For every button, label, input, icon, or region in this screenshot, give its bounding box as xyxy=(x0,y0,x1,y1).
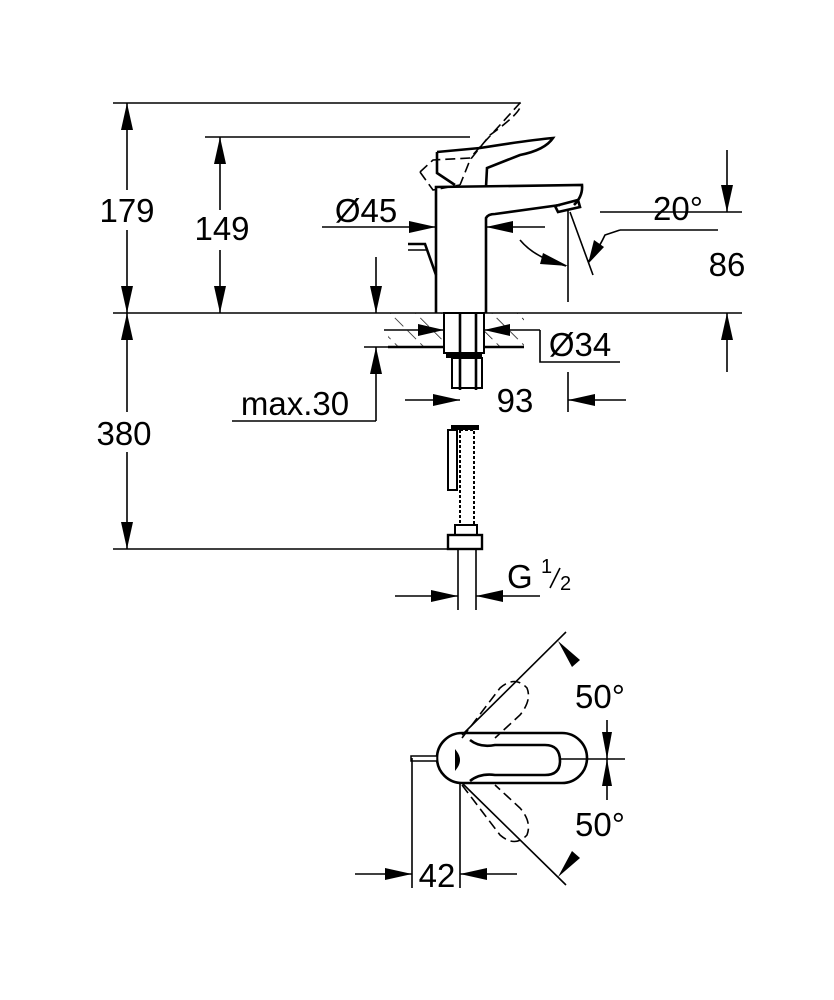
dim-spout-reach: 93 xyxy=(497,382,534,419)
dimension-hole-diameter: Ø34 xyxy=(384,324,620,363)
dimension-179: 179 xyxy=(90,103,165,313)
faucet-top-view: 50° 50° 42 xyxy=(355,631,625,894)
dim-lever-angle-down: 50° xyxy=(575,806,625,843)
dim-total-height: 179 xyxy=(99,192,154,229)
dim-deck-thickness: max.30 xyxy=(241,385,349,422)
dimension-body-diameter: Ø45 xyxy=(322,192,545,233)
dimension-deck-thickness: max.30 xyxy=(232,257,388,422)
dim-spout-angle: 20° xyxy=(653,190,703,227)
dim-connection-prefix: G xyxy=(507,558,533,595)
dimension-spout-reach: 93 xyxy=(405,372,626,419)
dimension-380: 380 xyxy=(88,313,163,549)
dim-hole-diameter: Ø34 xyxy=(549,326,611,363)
dim-body-diameter: Ø45 xyxy=(335,192,397,229)
dim-spout-height: 86 xyxy=(709,246,746,283)
dim-connection-den: 2 xyxy=(560,573,571,595)
dim-lever-offset: 42 xyxy=(419,857,456,894)
dim-lever-angle-up: 50° xyxy=(575,678,625,715)
dim-lever-height: 149 xyxy=(194,210,249,247)
dimension-connection: G 1 2 xyxy=(395,556,571,602)
dim-connection-num: 1 xyxy=(541,556,552,578)
dimension-149: 149 xyxy=(185,137,260,313)
dim-supply-length: 380 xyxy=(96,415,151,452)
dimension-spout-angle: 20° 86 xyxy=(519,150,746,372)
